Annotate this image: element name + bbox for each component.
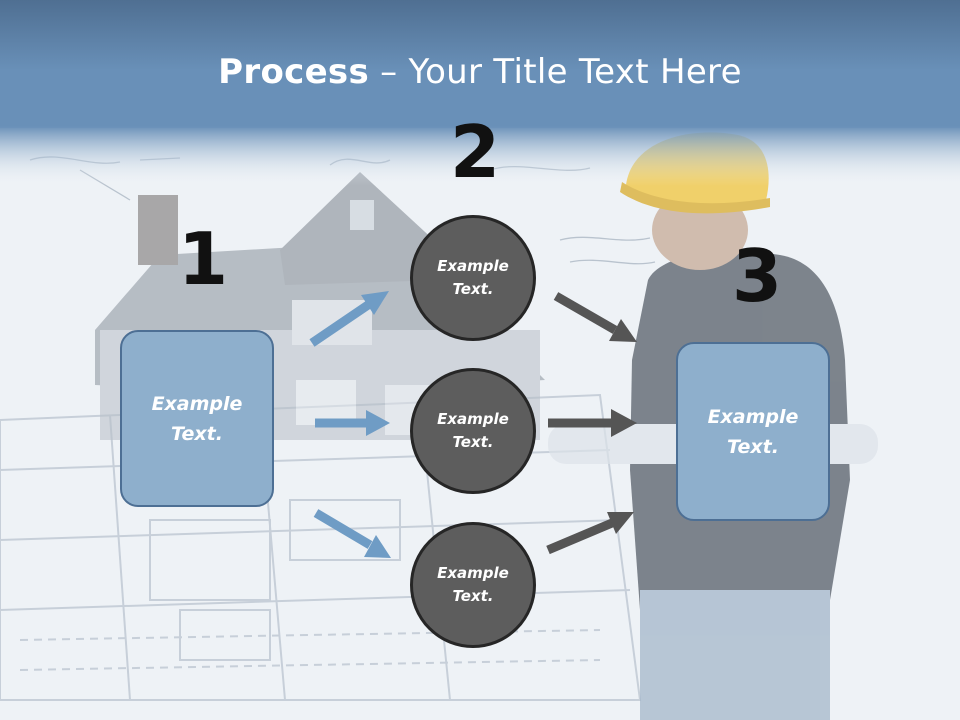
step-2-circle-bottom: Example Text.	[410, 522, 536, 648]
step-2-circle-middle: Example Text.	[410, 368, 536, 494]
step-1-text-line2: Text.	[171, 422, 223, 445]
circle-bottom-text-line1: Example	[437, 564, 509, 582]
step-2-circle-top: Example Text.	[410, 215, 536, 341]
title-rest-text: – Your Title Text Here	[369, 52, 742, 92]
arrow-icon	[309, 291, 637, 558]
circle-top-text-line2: Text.	[452, 280, 494, 298]
step-3-text-line2: Text.	[727, 435, 779, 458]
step-1-text-line1: Example	[151, 392, 243, 415]
circle-bottom-text-line2: Text.	[452, 587, 494, 605]
step-number-1: 1	[178, 217, 229, 301]
step-1-box: Example Text.	[120, 330, 274, 507]
slide-title: Process – Your Title Text Here	[0, 52, 960, 92]
step-number-3: 3	[732, 234, 783, 318]
step-number-2: 2	[450, 110, 501, 194]
circle-middle-text-line2: Text.	[452, 433, 494, 451]
circle-middle-text-line1: Example	[437, 410, 509, 428]
title-bold-text: Process	[218, 52, 370, 92]
step-3-text-line1: Example	[707, 405, 799, 428]
step-3-box: Example Text.	[676, 342, 830, 521]
circle-top-text-line1: Example	[437, 257, 509, 275]
